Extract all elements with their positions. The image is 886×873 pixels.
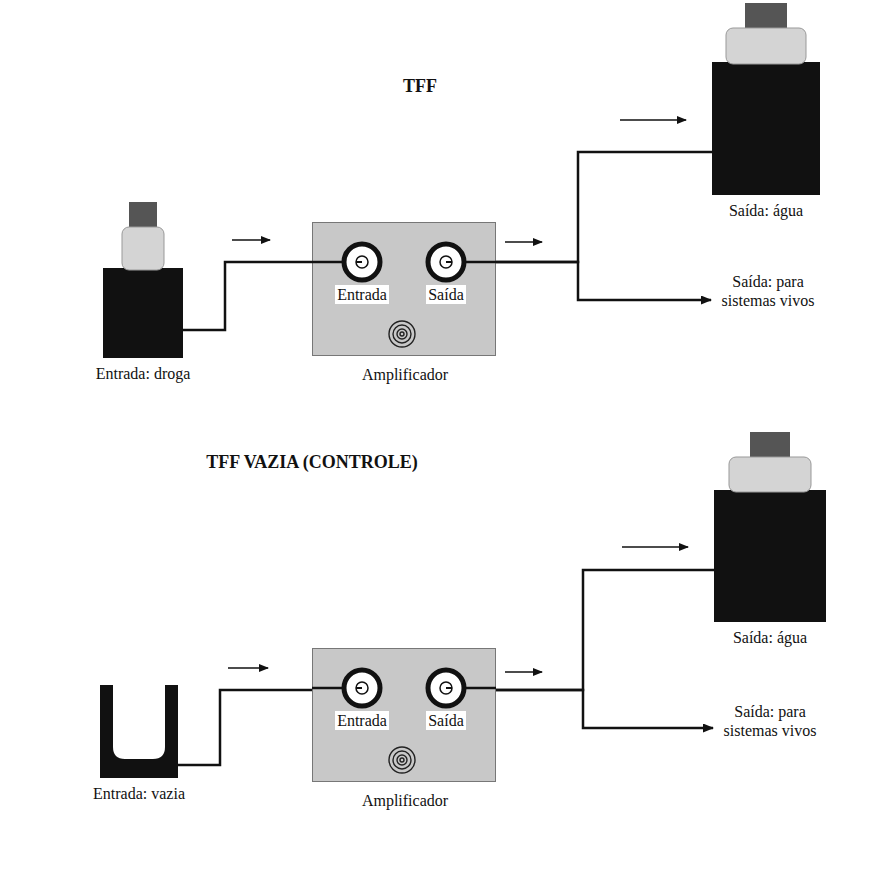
node-caption: Amplificador — [362, 791, 448, 810]
flow-arrow — [505, 241, 542, 243]
section-heading: TFF VAZIA (CONTROLE) — [206, 452, 418, 473]
output-text: Saída: para sistemas vivos — [716, 272, 820, 310]
bottle: Saída: água — [712, 62, 820, 195]
flow-arrow — [228, 667, 268, 669]
cap-collar — [726, 28, 806, 64]
control-knob — [397, 755, 407, 765]
amplifier-box: EntradaSaídaAmplificador — [312, 222, 496, 356]
output-label: Saída: para sistemas vivos — [716, 272, 820, 310]
cap-collar — [122, 227, 164, 270]
jack-socket — [428, 244, 464, 280]
flow-arrow — [505, 671, 542, 673]
bottle-cap — [714, 432, 826, 492]
control-knob — [393, 751, 411, 769]
node-caption: Entrada: droga — [96, 364, 191, 383]
flow-arrow — [232, 239, 270, 241]
jack-label: Saída — [426, 285, 466, 304]
node-caption: Amplificador — [362, 365, 448, 384]
bottle: Saída: água — [714, 490, 826, 622]
amplifier-box: EntradaSaídaAmplificador — [312, 648, 496, 782]
diagram-title: TFF — [403, 76, 437, 97]
control-knob — [397, 329, 407, 339]
jack-label: Saída — [426, 711, 466, 730]
control-knob — [400, 332, 404, 336]
output-label: Saída: para sistemas vivos — [718, 702, 822, 740]
cap-collar — [729, 457, 811, 492]
tube-connector — [178, 690, 312, 765]
control-knob — [389, 747, 415, 773]
control-knob — [389, 321, 415, 347]
jack-pin — [440, 256, 452, 268]
input-wire-end — [356, 687, 362, 689]
bottle: Entrada: droga — [103, 268, 183, 358]
tube-connector — [496, 262, 711, 300]
jack-socket — [344, 670, 380, 706]
jack-pin — [356, 256, 368, 268]
jack-label: Entrada — [335, 711, 389, 730]
node-caption: Saída: água — [729, 201, 803, 220]
tube-connector — [496, 152, 712, 262]
vessel-outline — [100, 685, 178, 778]
tube-connector — [183, 262, 312, 330]
jack-pin — [440, 682, 452, 694]
output-wire-end — [446, 687, 452, 689]
empty-container: Entrada: vazia — [100, 685, 178, 778]
control-knob — [400, 758, 404, 762]
node-caption: Saída: água — [733, 628, 807, 647]
tube-connector — [496, 570, 714, 690]
empty-vessel — [100, 685, 178, 778]
flow-arrow — [622, 546, 688, 548]
jack-socket — [344, 244, 380, 280]
bottle-cap — [712, 3, 820, 64]
node-caption: Entrada: vazia — [93, 784, 185, 803]
output-wire-end — [446, 261, 452, 263]
output-text: Saída: para sistemas vivos — [718, 702, 822, 740]
flow-arrow — [620, 119, 686, 121]
tube-connector — [496, 690, 713, 728]
jack-pin — [356, 682, 368, 694]
input-wire-end — [356, 261, 362, 263]
jack-socket — [428, 670, 464, 706]
jack-label: Entrada — [335, 285, 389, 304]
bottle-cap — [103, 202, 183, 270]
control-knob — [393, 325, 411, 343]
